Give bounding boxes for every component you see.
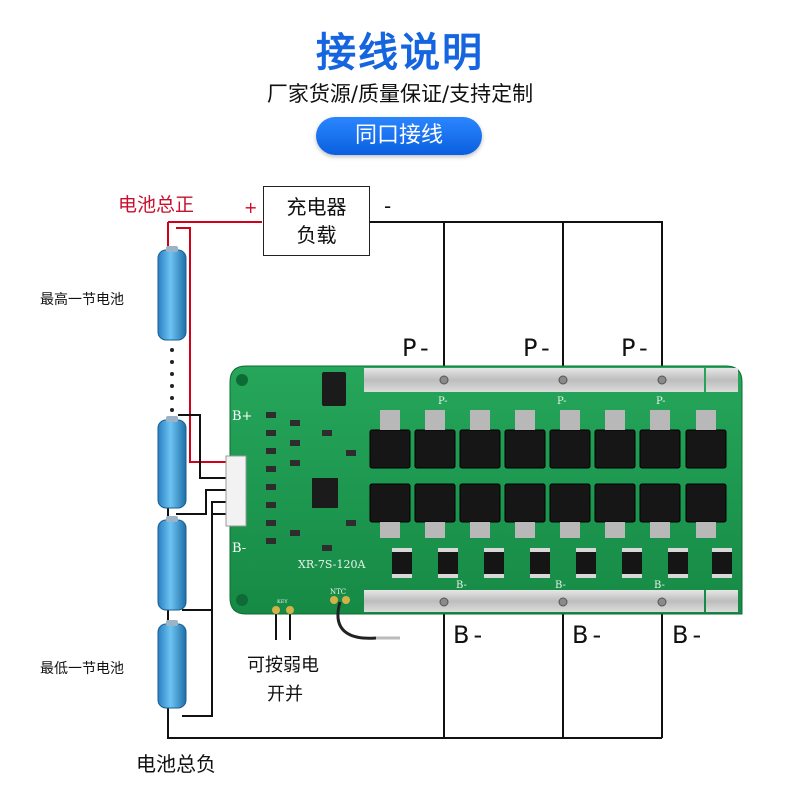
board-b-minus-label: B-: [232, 541, 246, 556]
mode-badge: 同口接线: [316, 117, 482, 155]
page-subtitle: 厂家货源/质量保证/支持定制: [266, 82, 534, 106]
board-p-silk: P-: [438, 396, 448, 407]
charger-minus-sign: -: [384, 194, 392, 218]
board-model-label: XR-7S-120A: [298, 558, 366, 571]
bms-board: [225, 365, 743, 615]
load-label: 负载: [296, 223, 337, 247]
p-minus-label: P-: [523, 334, 554, 362]
page-title: 接线说明: [316, 30, 484, 76]
board-b-silk: B-: [456, 580, 467, 591]
switch-label-line1: 可按弱电: [247, 655, 319, 676]
b-bus-bar: [364, 590, 704, 612]
battery-cell: [157, 416, 187, 509]
board-key-label: KEY: [277, 599, 288, 605]
board-b-plus-label: B+: [232, 409, 252, 424]
b-minus-label: B-: [672, 621, 706, 649]
cells-ellipsis: [170, 348, 174, 412]
b-minus-label: B-: [572, 621, 606, 649]
charger-plus-sign: +: [244, 198, 258, 217]
board-p-silk: P-: [656, 396, 666, 407]
highest-cell-label: 最高一节电池: [40, 292, 124, 308]
board-p-silk: P-: [557, 396, 567, 407]
p-minus-label: P-: [621, 334, 652, 362]
resistor-row: [392, 548, 732, 578]
balance-connector: [225, 455, 247, 527]
charger-label: 充电器: [286, 195, 347, 219]
battery-total-negative-label: 电池总负: [136, 752, 216, 776]
board-b-silk: B-: [555, 580, 566, 591]
switch-label-line2: 开并: [267, 684, 303, 705]
positive-wire: [167, 221, 262, 463]
board-b-silk: B-: [654, 580, 665, 591]
battery-cell-bottom: [157, 620, 187, 709]
control-ic: [312, 478, 338, 508]
negative-wiring: [167, 221, 663, 739]
charger-load-box: 充电器 负载: [263, 186, 370, 256]
ntc-sensor-wire: [336, 601, 377, 640]
b-minus-label: B-: [453, 621, 487, 649]
lowest-cell-label: 最低一节电池: [40, 661, 124, 677]
p-bus-bar: [364, 368, 704, 392]
p-minus-label: P-: [402, 334, 433, 362]
board-ntc-label: NTC: [330, 588, 346, 596]
battery-total-positive-label: 电池总正: [118, 194, 195, 216]
battery-cell: [157, 516, 187, 611]
battery-cell-top: [157, 246, 187, 341]
mosfet-array: [369, 410, 727, 538]
